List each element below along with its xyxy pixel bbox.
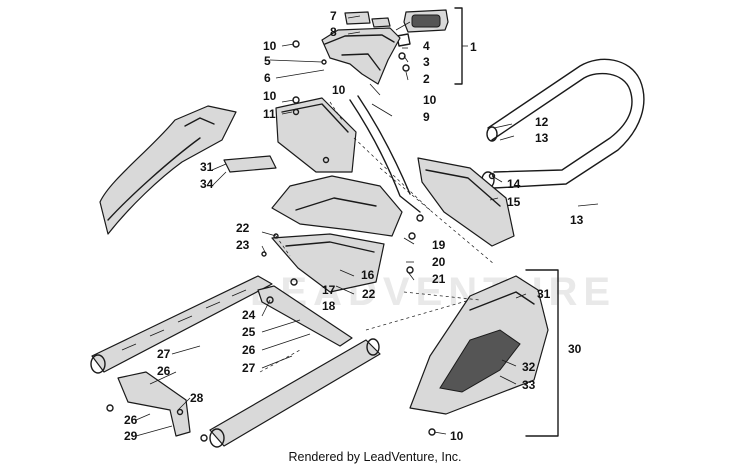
assembly-guide-lines [259,101,495,373]
callout-labels: 1 2 3 4 5 6 7 8 9 10 10 10 10 10 11 12 1… [124,9,584,443]
callout-27-lower: 27 [242,361,256,375]
callout-25: 25 [242,325,256,339]
callout-21: 21 [432,272,446,286]
fasteners [261,40,424,286]
callout-9: 9 [423,110,430,124]
taillight-assembly [395,9,449,60]
callout-17: 17 [322,283,336,297]
left-rail-upper [90,275,273,374]
lower-mount-bracket [106,371,208,442]
callout-7: 7 [330,9,337,23]
callout-10-bottom: 10 [450,429,464,443]
bracket-assembly-1 [454,7,463,85]
callout-28: 28 [190,391,204,405]
mount-bracket-center [257,285,353,347]
callout-14: 14 [507,177,521,191]
callout-10-mid-left: 10 [263,89,277,103]
callout-23: 23 [236,238,250,252]
support-strut [349,99,421,213]
callout-22-left: 22 [236,221,250,235]
bracket-assembly-30 [525,269,559,437]
callout-33: 33 [522,378,536,392]
callout-26-left: 26 [157,364,171,378]
callout-11: 11 [263,107,276,121]
callout-31-right: 31 [537,287,551,301]
callout-10-center: 10 [332,83,346,97]
callout-30: 30 [568,342,582,356]
callout-19: 19 [432,238,446,252]
callout-31-left: 31 [200,160,214,174]
callout-13-upper: 13 [535,131,549,145]
callout-13-lower: 13 [570,213,584,227]
callout-27-upper: 27 [157,347,171,361]
callout-10-upper: 10 [263,39,277,53]
inner-flap [275,97,357,173]
right-side-cowl [417,157,515,247]
render-credit-footer: Rendered by LeadVenture, Inc. [288,450,462,464]
grab-handle-bar [481,58,645,189]
callout-3: 3 [423,55,430,69]
callout-1: 1 [470,40,477,54]
callout-18: 18 [322,299,336,313]
left-side-panel [99,105,277,235]
callout-leaders [135,15,599,437]
callout-16: 16 [361,268,375,282]
callout-24: 24 [242,308,256,322]
callout-10-right: 10 [423,93,437,107]
callout-6: 6 [264,71,271,85]
rear-tail-cover [321,11,401,85]
callout-34: 34 [200,177,214,191]
rear-fender-tray [271,175,416,293]
callout-26-bottom: 26 [124,413,138,427]
callout-32: 32 [522,360,536,374]
callout-5: 5 [264,54,271,68]
callout-20: 20 [432,255,446,269]
callout-2: 2 [423,72,430,86]
callout-15: 15 [507,195,521,209]
callout-8: 8 [330,25,337,39]
callout-4: 4 [423,39,430,53]
callout-22-center: 22 [362,287,376,301]
left-rail-lower [209,338,381,448]
callout-26-center: 26 [242,343,256,357]
callout-12: 12 [535,115,549,129]
callout-29: 29 [124,429,138,443]
